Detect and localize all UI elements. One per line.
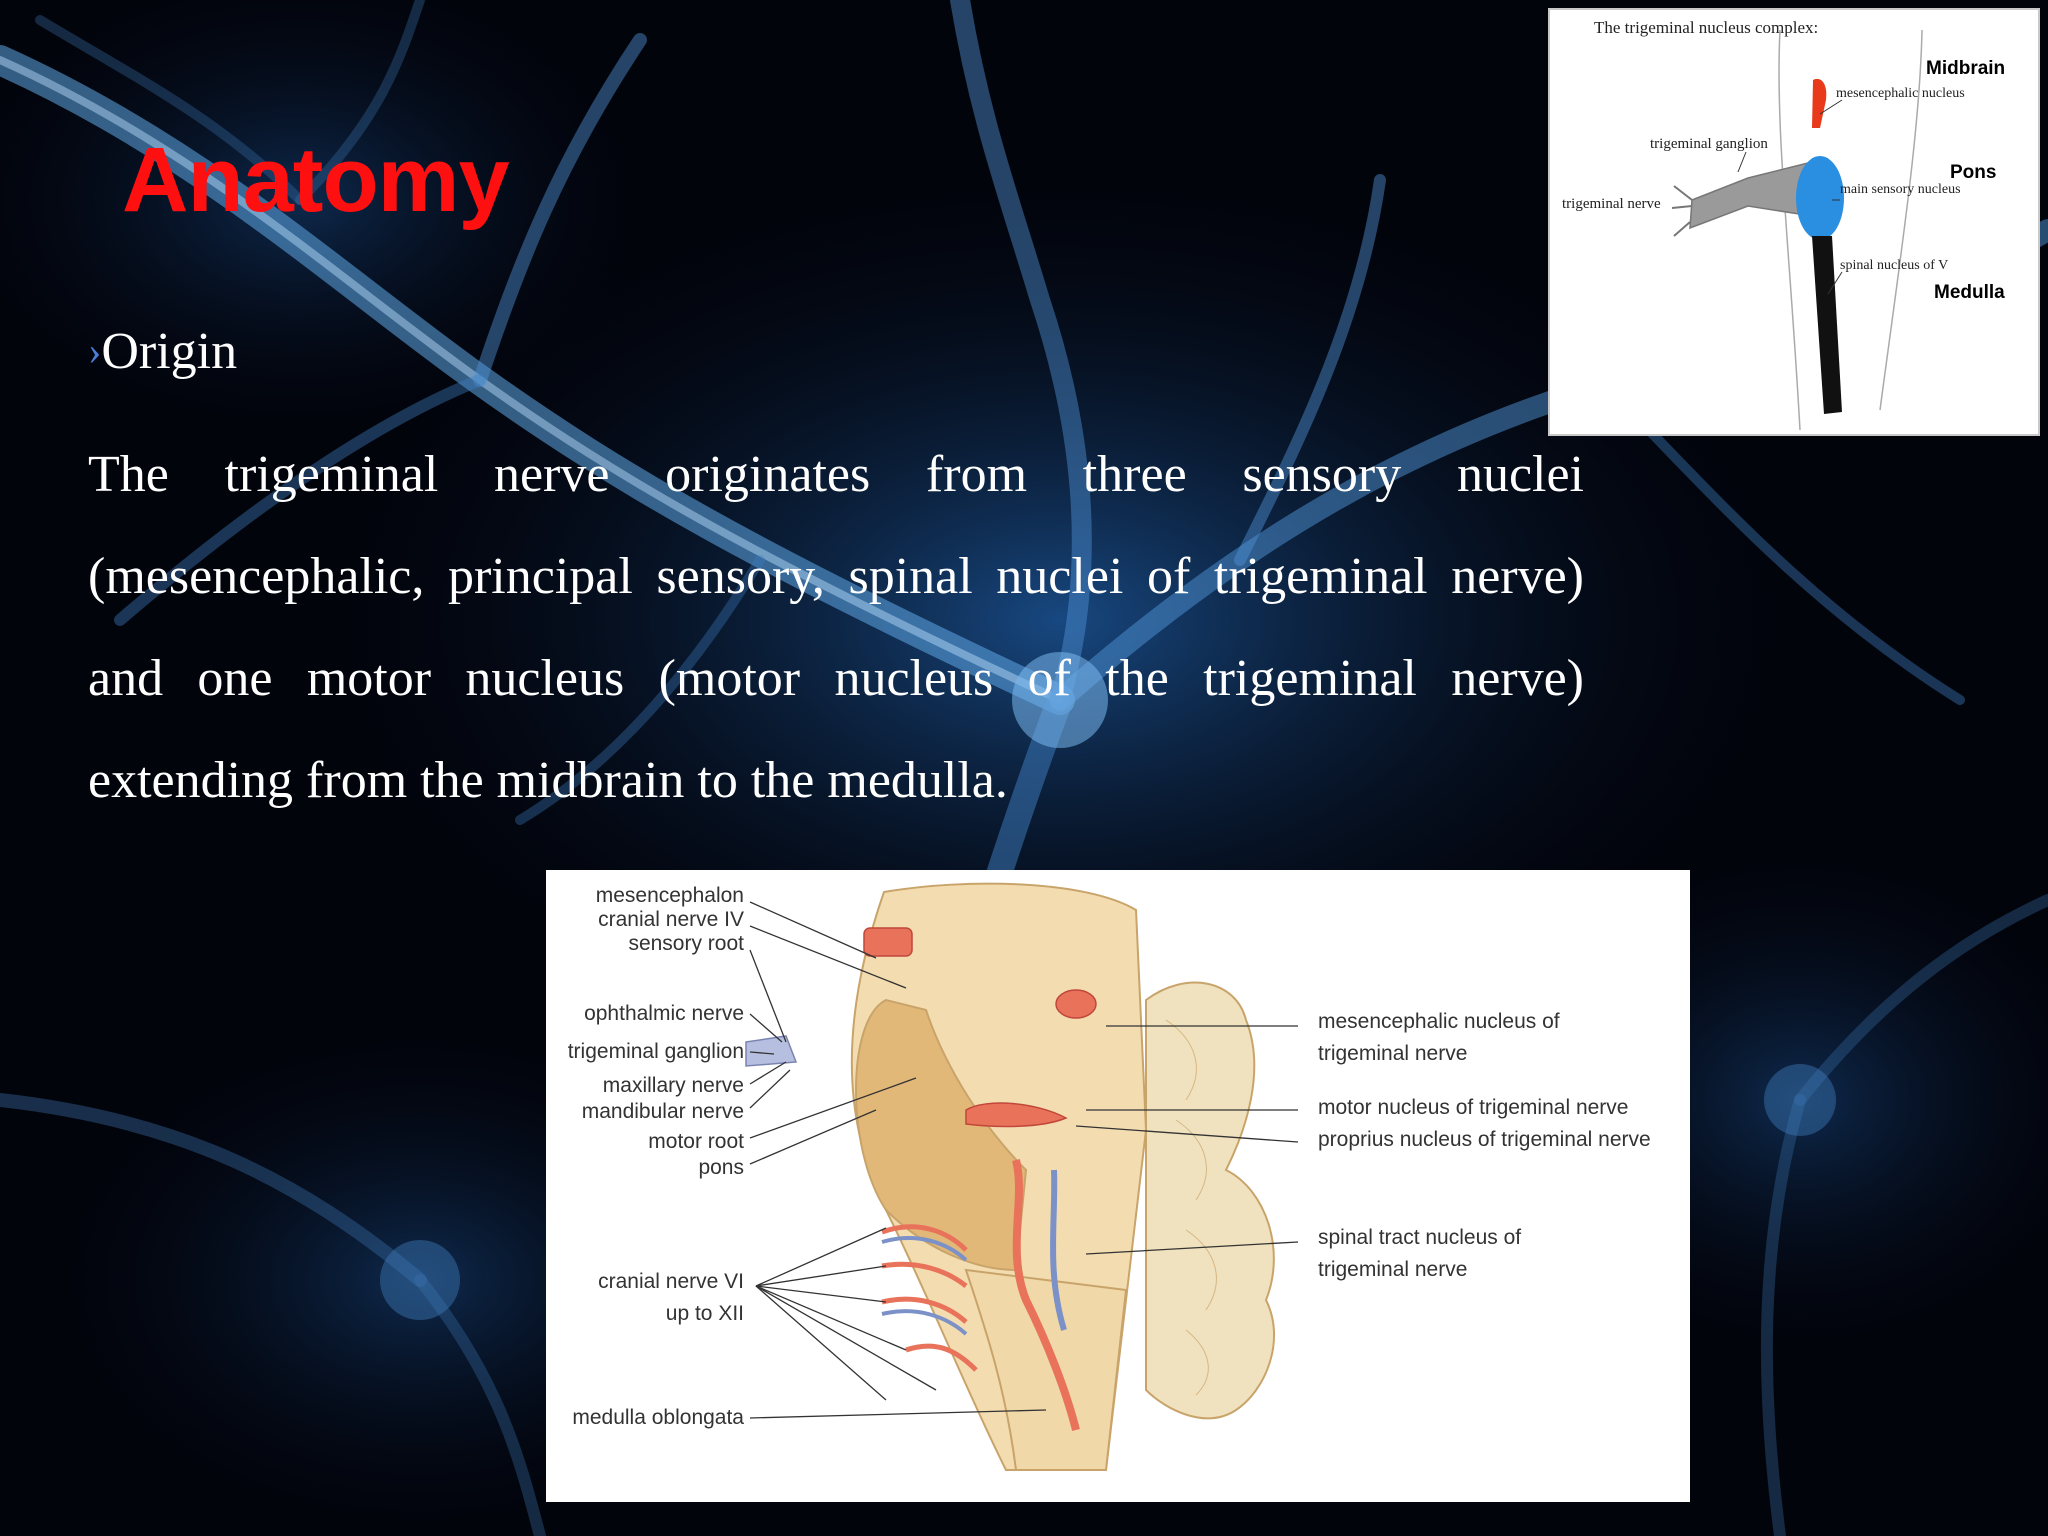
- label-medulla-oblongata: medulla oblongata: [572, 1406, 744, 1429]
- label-pons: Pons: [1950, 162, 1997, 183]
- bullet-label: Origin: [101, 323, 238, 380]
- brainstem-drawing: [745, 882, 1299, 1471]
- label-midbrain: Midbrain: [1926, 58, 2006, 79]
- nucleus-complex-drawing: [1671, 29, 1923, 431]
- label-spinal-nucleus: spinal nucleus of V: [1840, 258, 1949, 273]
- label-trigeminal-ganglion-large: trigeminal ganglion: [567, 1040, 744, 1063]
- nucleus-complex-heading: The trigeminal nucleus complex:: [1594, 18, 1819, 37]
- label-maxillary-nerve: maxillary nerve: [602, 1074, 744, 1097]
- origin-paragraph: The trigeminal nerve originates from thr…: [88, 446, 1584, 809]
- label-up-to-xii: up to XII: [665, 1302, 744, 1325]
- label-mesencephalic-nucleus: mesencephalic nucleus: [1836, 86, 1965, 101]
- label-mesencephalic-nucleus-1: mesencephalic nucleus of: [1318, 1010, 1560, 1033]
- label-sensory-root: sensory root: [628, 932, 744, 955]
- label-ophthalmic-nerve: ophthalmic nerve: [584, 1002, 744, 1025]
- label-motor-nucleus: motor nucleus of trigeminal nerve: [1318, 1096, 1629, 1119]
- label-spinal-tract-1: spinal tract nucleus of: [1318, 1226, 1522, 1249]
- bullet-origin: ›Origin: [88, 322, 237, 381]
- label-pons-large: pons: [698, 1156, 744, 1179]
- label-cranial-nerve-vi: cranial nerve VI: [598, 1270, 744, 1293]
- label-mandibular-nerve: mandibular nerve: [581, 1100, 744, 1123]
- label-motor-root: motor root: [648, 1130, 744, 1153]
- label-cranial-nerve-iv: cranial nerve IV: [598, 908, 744, 931]
- brainstem-diagram: mesencephalon cranial nerve IV sensory r…: [546, 870, 1690, 1502]
- label-main-sensory-nucleus: main sensory nucleus: [1840, 182, 1961, 197]
- label-mesencephalon: mesencephalon: [595, 884, 744, 907]
- chevron-right-icon: ›: [88, 328, 102, 373]
- label-spinal-tract-2: trigeminal nerve: [1318, 1258, 1468, 1281]
- label-trigeminal-nerve: trigeminal nerve: [1562, 196, 1661, 212]
- label-proprius-nucleus: proprius nucleus of trigeminal nerve: [1318, 1128, 1651, 1151]
- label-mesencephalic-nucleus-2: trigeminal nerve: [1318, 1042, 1468, 1065]
- slide-title: Anatomy: [122, 129, 510, 231]
- label-trigeminal-ganglion: trigeminal ganglion: [1650, 136, 1768, 152]
- nucleus-complex-diagram: The trigeminal nucleus complex: Midbrain…: [1548, 8, 2040, 436]
- label-medulla: Medulla: [1934, 282, 2005, 303]
